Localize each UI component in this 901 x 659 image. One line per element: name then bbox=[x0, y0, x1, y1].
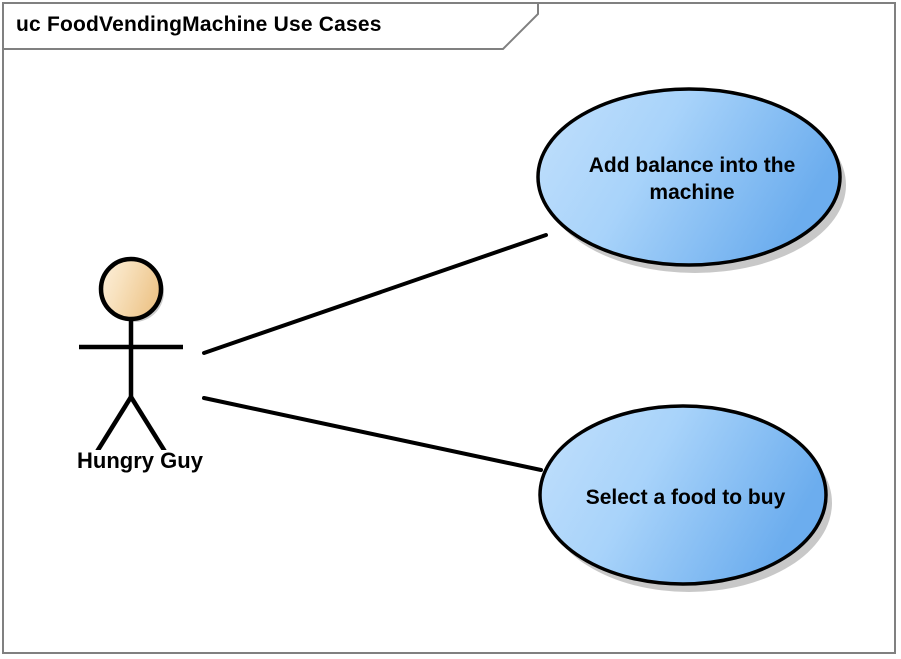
use-case-select-food[interactable]: Select a food to buy bbox=[537, 402, 834, 594]
use-case-label-select-food: Select a food to buy bbox=[585, 485, 786, 509]
use-case-add-balance[interactable]: Add balance into the machine bbox=[534, 85, 850, 275]
use-case-label-add-balance: Add balance into the machine bbox=[534, 85, 850, 275]
diagram-title-tab: uc FoodVendingMachine Use Cases bbox=[2, 2, 540, 50]
actor-right-leg-line bbox=[129, 395, 167, 450]
actor-stick-figure bbox=[79, 256, 183, 450]
use-case-ellipse-shape bbox=[538, 404, 832, 592]
diagram-title: uc FoodVendingMachine Use Cases bbox=[16, 13, 382, 36]
use-case-label-line-2: machine bbox=[649, 181, 735, 204]
use-case-ellipse-shape bbox=[536, 87, 846, 273]
use-case-label-line-1: Add balance into the bbox=[588, 154, 796, 178]
actor-head-icon bbox=[98, 256, 164, 322]
actor-left-leg-line bbox=[95, 395, 133, 450]
title-tab-shape bbox=[2, 2, 539, 50]
actor-hungry-guy[interactable]: Hungry Guy bbox=[40, 250, 240, 490]
actor-label: Hungry Guy bbox=[77, 448, 203, 473]
